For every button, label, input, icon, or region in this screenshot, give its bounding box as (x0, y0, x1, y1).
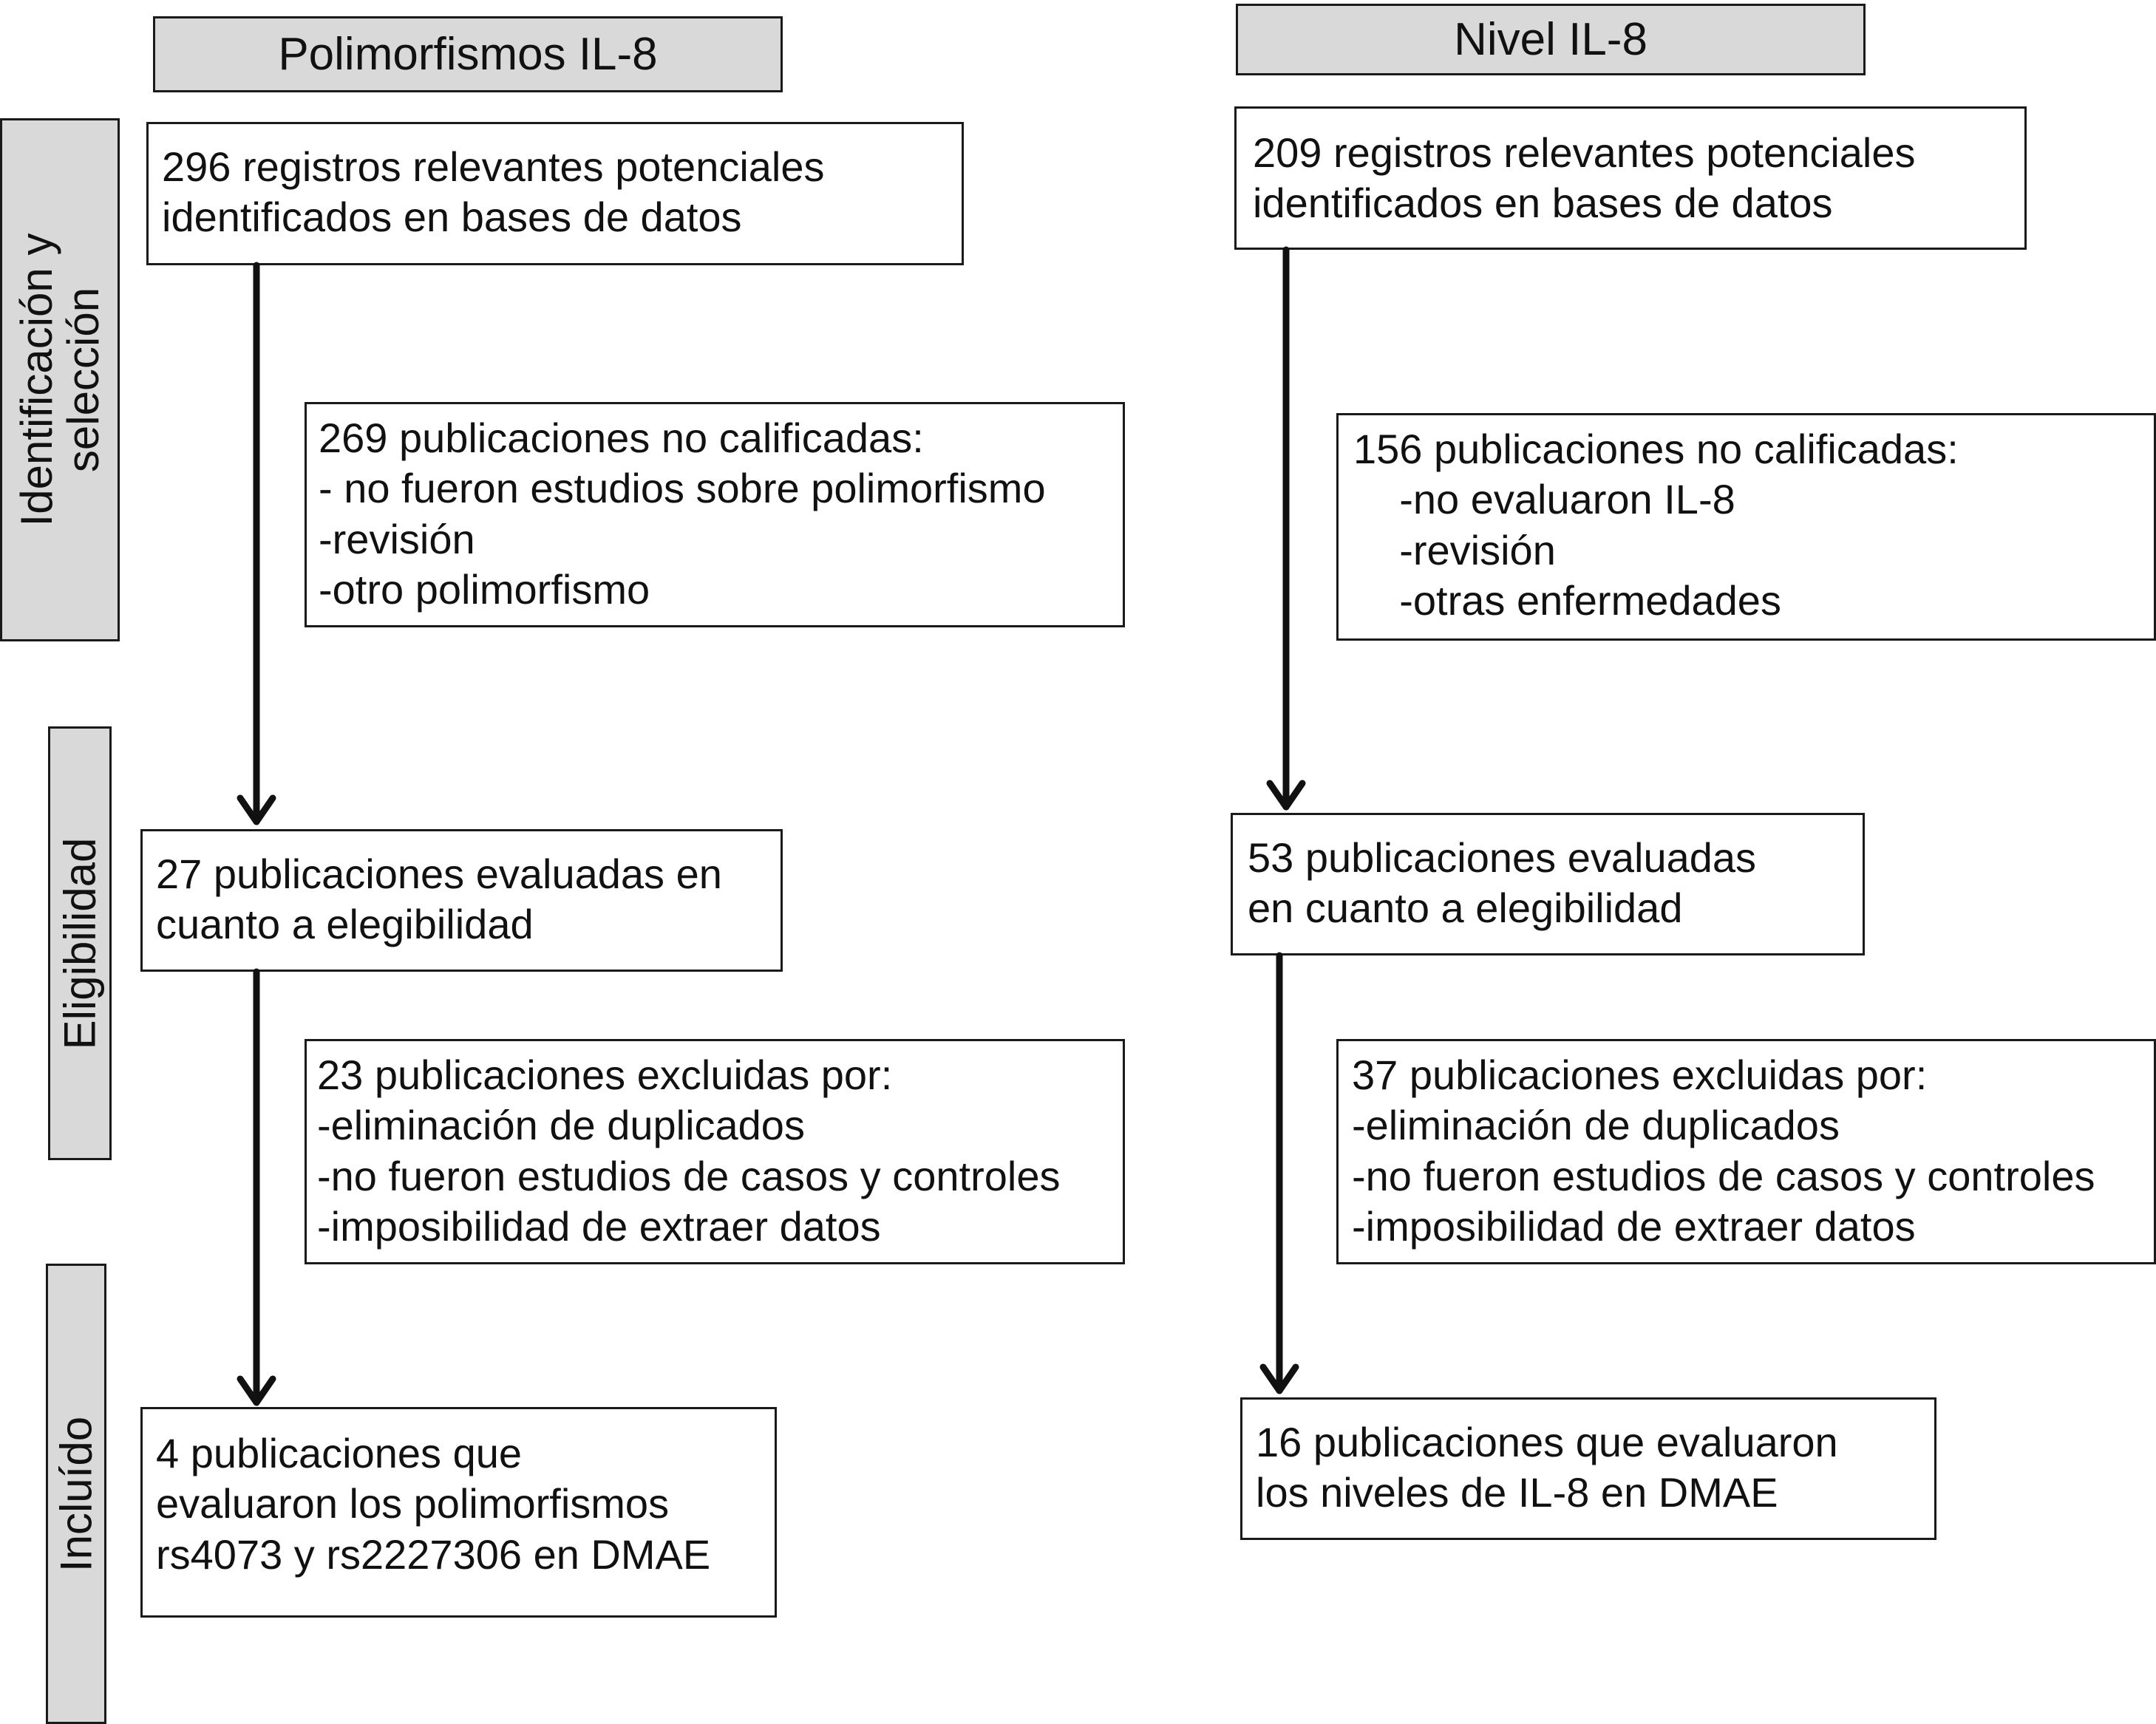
box-line: identificados en bases de datos (162, 194, 742, 241)
box-line: - no fueron estudios sobre polimorfismo (319, 465, 1046, 512)
stage-identification: Identificación y selección (0, 118, 120, 641)
box-line: evaluaron los polimorfismos (156, 1480, 670, 1527)
box-line: 23 publicaciones excluidas por: (317, 1052, 893, 1098)
box-line: rs4073 y rs2227306 en DMAE (156, 1530, 711, 1578)
box-line: 27 publicaciones evaluadas en (156, 851, 722, 897)
box-line: -imposibilidad de extraer datos (317, 1202, 881, 1250)
header-nivel-label: Nivel IL-8 (1454, 14, 1647, 65)
left-assessed-box: 27 publicaciones evaluadas en cuanto a e… (140, 829, 783, 972)
box-line: 37 publicaciones excluidas por: (1352, 1052, 1928, 1098)
box-line: 16 publicaciones que evaluaron (1256, 1419, 1838, 1465)
box-line: 53 publicaciones evaluadas (1248, 834, 1757, 881)
box-line: -no fueron estudios de casos y controles (317, 1152, 1061, 1199)
right-excluded-box: 37 publicaciones excluidas por: -elimina… (1336, 1039, 2156, 1264)
box-line: -otras enfermedades (1353, 576, 1781, 624)
stage-eligibility: Eligibilidad (48, 726, 112, 1160)
box-line: -eliminación de duplicados (1352, 1102, 1840, 1149)
header-nivel: Nivel IL-8 (1236, 4, 1866, 75)
left-arrow-to-included (237, 968, 276, 1406)
box-line: 4 publicaciones que (156, 1430, 523, 1476)
box-line: en cuanto a elegibilidad (1248, 885, 1683, 932)
box-line: 156 publicaciones no calificadas: (1353, 426, 1959, 472)
right-not-qualified-box: 156 publicaciones no calificadas: -no ev… (1336, 413, 2156, 641)
box-line: -otro polimorfismo (319, 565, 650, 613)
box-line: 209 registros relevantes potenciales (1253, 129, 1916, 176)
box-line: -revisión (319, 515, 475, 562)
box-line: -no fueron estudios de casos y controles (1352, 1152, 2095, 1199)
left-not-qualified-box: 269 publicaciones no calificadas: - no f… (305, 402, 1125, 627)
box-line: -revisión (1353, 526, 1556, 573)
stage-included: Incluído (46, 1264, 106, 1724)
left-records-box: 296 registros relevantes potenciales ide… (146, 122, 964, 265)
box-line: -no evaluaron IL-8 (1353, 476, 1735, 523)
box-line: cuanto a elegibilidad (156, 901, 534, 948)
header-polimorfismos: Polimorfismos IL-8 (153, 16, 783, 92)
box-line: -eliminación de duplicados (317, 1102, 805, 1149)
left-arrow-to-assessed (237, 262, 276, 825)
right-included-box: 16 publicaciones que evaluaron los nivel… (1240, 1397, 1936, 1540)
left-excluded-box: 23 publicaciones excluidas por: -elimina… (305, 1039, 1125, 1264)
box-line: 269 publicaciones no calificadas: (319, 415, 924, 461)
left-included-box: 4 publicaciones que evaluaron los polimo… (140, 1407, 777, 1618)
box-line: los niveles de IL-8 en DMAE (1256, 1469, 1778, 1516)
header-polimorfismos-label: Polimorfismos IL-8 (278, 29, 658, 80)
box-line: 296 registros relevantes potenciales (162, 143, 825, 190)
right-records-box: 209 registros relevantes potenciales ide… (1234, 106, 2027, 250)
right-assessed-box: 53 publicaciones evaluadas en cuanto a e… (1231, 813, 1865, 955)
right-arrow-to-included (1259, 952, 1299, 1394)
right-arrow-to-assessed (1266, 246, 1306, 811)
box-line: -imposibilidad de extraer datos (1352, 1202, 1916, 1250)
box-line: identificados en bases de datos (1253, 180, 1833, 227)
